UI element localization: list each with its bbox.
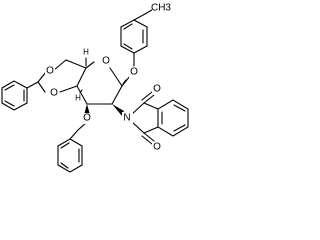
- imide-wedge: [112, 104, 124, 116]
- phthalimide-group: [130, 91, 189, 145]
- stereo-h-lower-bond: [79, 89, 83, 94]
- carbonyl-oxygen-top-label: O: [153, 84, 161, 95]
- stereo-h-upper-label: H: [83, 48, 89, 57]
- anomeric-oxygen-label: O: [130, 67, 138, 78]
- stereo-h-lower-label: H: [75, 94, 81, 103]
- chemical-structure: CH3 O O O O O N O O H H: [1, 2, 189, 173]
- acetal-oxygen-lower-label: O: [50, 88, 58, 99]
- imide-nitrogen-label: N: [123, 113, 130, 124]
- benzyl-group: [57, 121, 88, 173]
- benzyl-oxygen-label: O: [83, 113, 91, 124]
- carbonyl-oxygen-bottom-label: O: [153, 142, 161, 153]
- benzyloxy-wedge: [84, 104, 90, 115]
- methoxyphenyl-group: [120, 6, 158, 67]
- methyl-label: CH3: [151, 3, 171, 14]
- pyranose-ring: [37, 57, 131, 116]
- atom-labels: CH3 O O O O O N O O H H: [45, 2, 171, 153]
- acetal-oxygen-upper-label: O: [46, 66, 54, 77]
- ring-oxygen-label: O: [102, 56, 110, 67]
- benzylidene-phenyl: [1, 80, 39, 111]
